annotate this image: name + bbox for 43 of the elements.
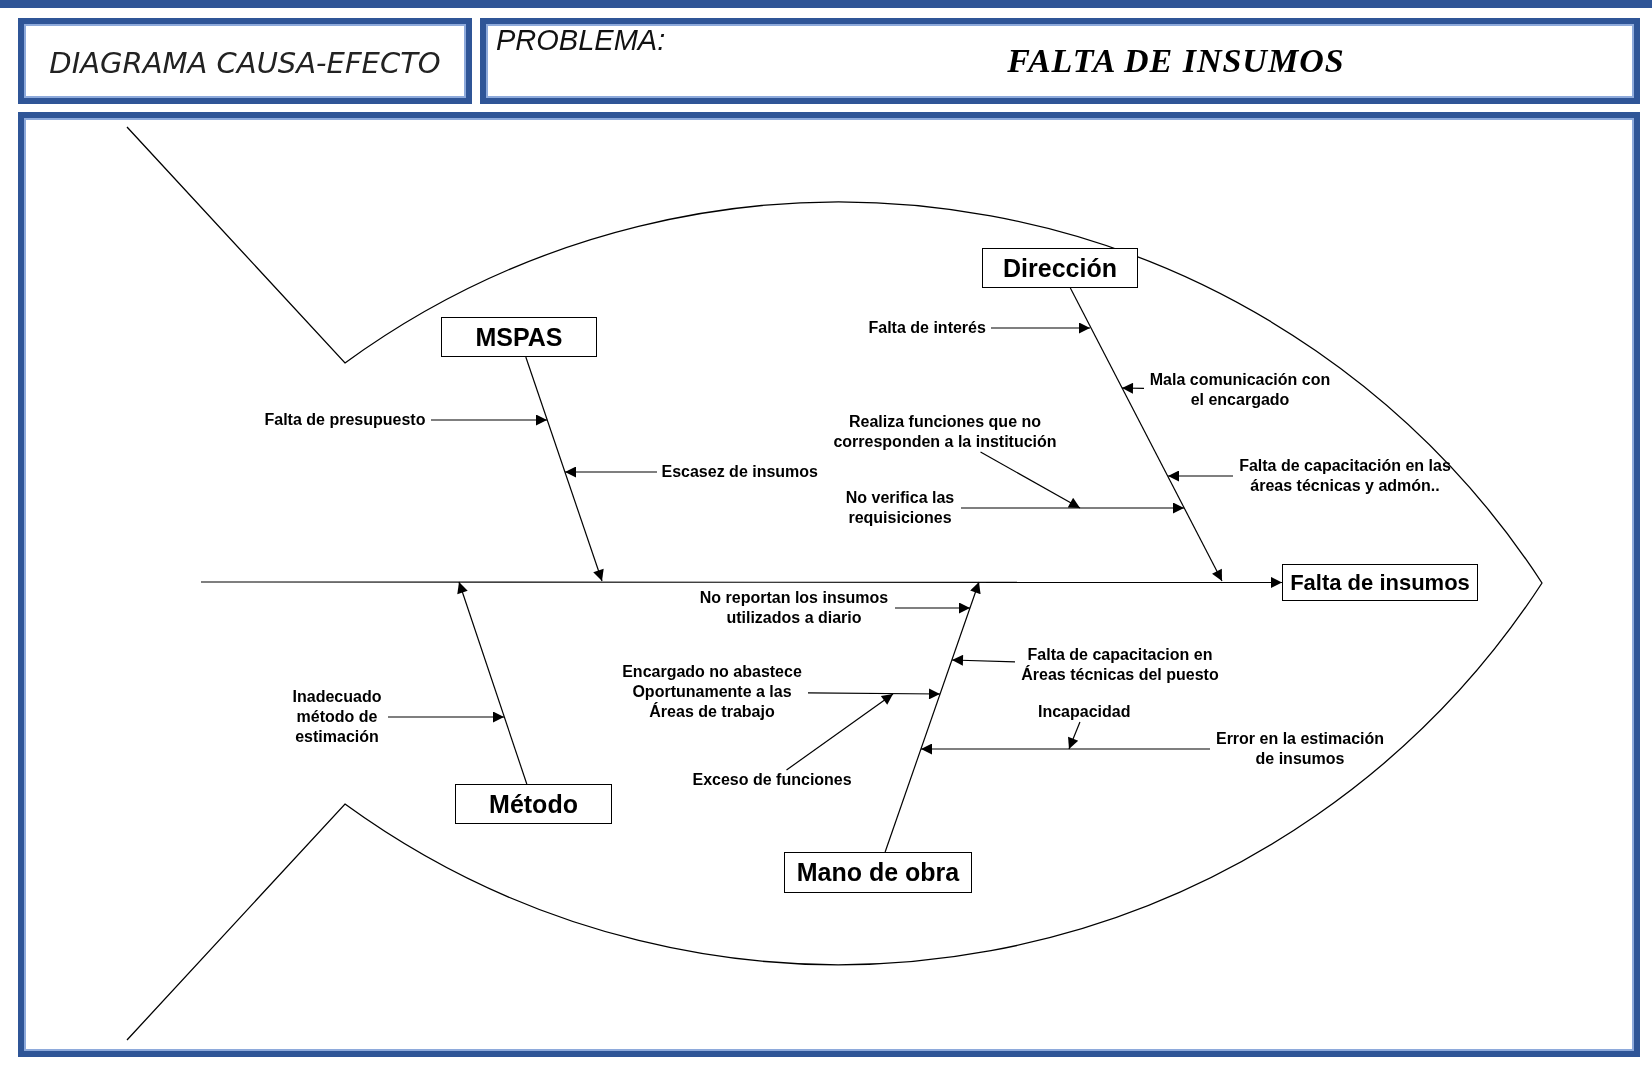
cause-label: Falta de interés	[863, 318, 991, 338]
category-box: Método	[455, 784, 612, 824]
cause-label: No reportan los insumos utilizados a diario	[693, 588, 895, 628]
header-cell	[480, 18, 1640, 104]
spine-arrow	[200, 576, 1283, 588]
header-label: DIAGRAMA CAUSA-EFECTO	[48, 46, 442, 80]
arrow	[990, 322, 1091, 334]
cause-label: Inadecuado método de estimación	[286, 687, 388, 747]
arrow	[1121, 382, 1145, 394]
header-cell	[18, 18, 472, 104]
problem-title: FALTA DE INSUMOS	[1006, 42, 1346, 80]
cause-label: Mala comunicación con el encargado	[1143, 370, 1337, 410]
cause-label: Escasez de insumos	[656, 462, 823, 482]
arrow	[1069, 287, 1223, 582]
category-box: MSPAS	[441, 317, 597, 357]
arrow	[1068, 721, 1081, 750]
cause-label: No verifica las requisiciones	[839, 488, 961, 528]
arrow	[785, 693, 894, 771]
arrow	[960, 502, 1185, 514]
effect-box: Falta de insumos	[1282, 564, 1478, 601]
arrow	[525, 356, 604, 582]
cause-label: Incapacidad	[1033, 702, 1136, 722]
cause-label: Falta de capacitacion en Áreas técnicas del puesto	[1015, 645, 1225, 685]
arrow	[807, 688, 941, 700]
cause-label: Realiza funciones que no corresponden a la institución	[827, 412, 1063, 452]
arrow	[457, 581, 528, 785]
arrow	[920, 743, 1211, 755]
arrow	[387, 711, 505, 723]
cause-label: Encargado no abastece Oportunamente a las Áreas de trabajo	[616, 662, 808, 722]
cause-label: Falta de presupuesto	[259, 410, 431, 430]
arrow	[1167, 470, 1234, 482]
header-label: PROBLEMA:	[496, 24, 666, 57]
arrow	[430, 414, 548, 426]
cause-label: Falta de capacitación en las áreas técnicas y admón..	[1233, 456, 1457, 496]
arrow	[951, 654, 1016, 666]
category-box: Dirección	[982, 248, 1138, 288]
arrow	[894, 602, 971, 614]
cause-label: Error en la estimación de insumos	[1209, 729, 1391, 769]
arrow	[884, 581, 981, 853]
arrow	[564, 466, 658, 478]
cause-label: Exceso de funciones	[687, 770, 857, 790]
category-box: Mano de obra	[784, 852, 972, 893]
arrow	[979, 451, 1081, 509]
